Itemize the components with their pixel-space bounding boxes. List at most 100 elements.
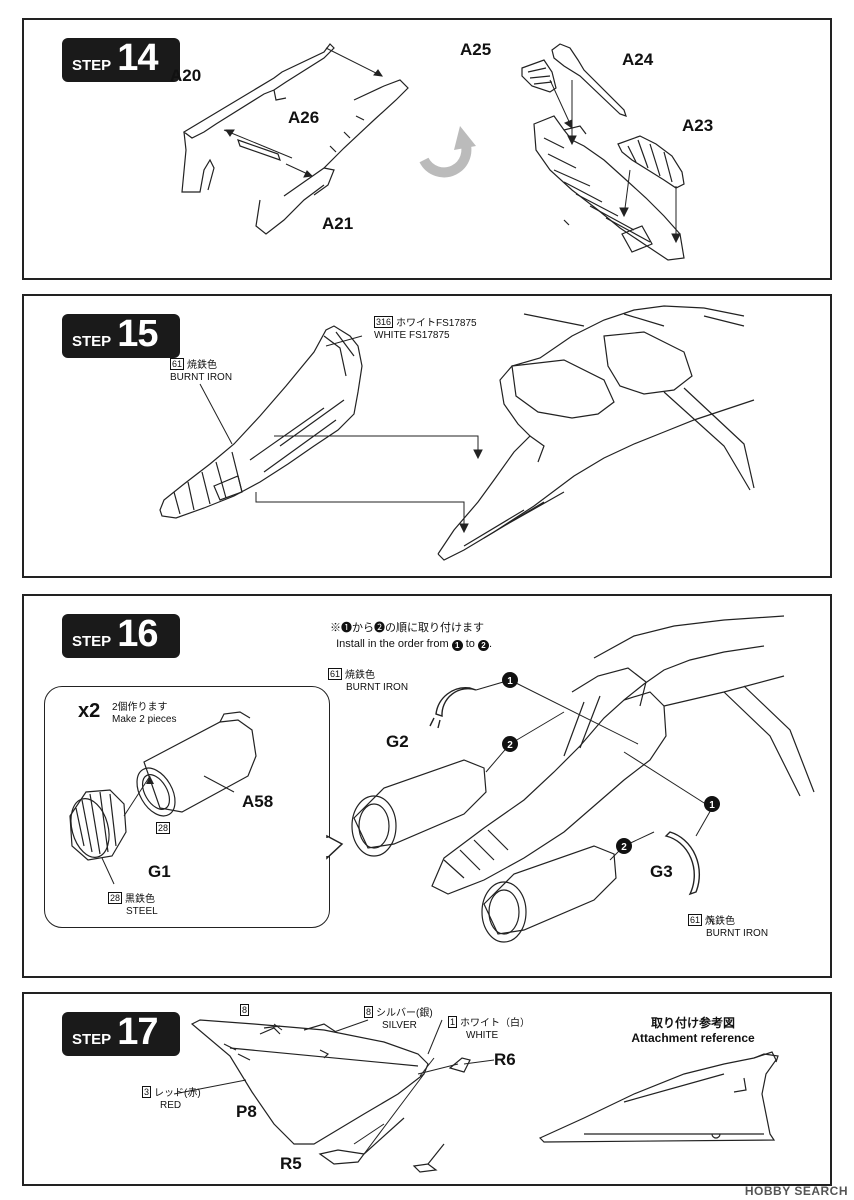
order-marker-1: 1	[451, 640, 463, 651]
watermark: HOBBY SEARCH	[744, 1184, 848, 1198]
order-marker-text: 1	[507, 676, 513, 687]
paint-name-jp: 焼鉄色	[187, 360, 218, 371]
reference-title-en: Attachment reference	[631, 1031, 755, 1045]
paint-callout-inner: 28	[156, 822, 173, 836]
paint-name-jp: レッド(赤)	[154, 1088, 201, 1099]
aircraft-fuselage	[437, 305, 755, 561]
paint-code-badge: 61	[170, 358, 185, 370]
qty-label: x2	[78, 700, 101, 722]
order-marker-text: 2	[621, 842, 627, 853]
part-label-p8: P8	[236, 1102, 257, 1121]
part-label-a23: A23	[682, 116, 714, 135]
step-15-guides	[199, 335, 483, 534]
part-label-a25: A25	[460, 40, 492, 59]
part-label-g1: G1	[148, 862, 171, 881]
order-marker-text: 2	[507, 740, 513, 751]
step-16-panel: STEP 16 ※❶から❷の順に取り付けます Install in the or…	[22, 594, 832, 978]
paint-code-badge: 8	[364, 1006, 374, 1018]
order-markers	[502, 672, 720, 854]
install-order-note: ※❶から❷の順に取り付けます Install in the order from…	[330, 622, 493, 651]
attachment-reference-title: 取り付け参考図 Attachment reference	[618, 1016, 768, 1046]
step-16-badge: STEP 16	[62, 614, 180, 658]
nozzle-upper	[351, 759, 487, 857]
part-label-r6: R6	[494, 1050, 516, 1069]
step-14-panel: STEP 14	[22, 18, 832, 280]
ring-g2	[429, 687, 477, 729]
paint-name-en: WHITE FS17875	[374, 330, 450, 341]
install-order-en-pre: Install in the order from	[336, 638, 449, 650]
part-label-a24: A24	[622, 50, 654, 69]
paint-name-jp: ホワイトFS17875	[396, 318, 477, 329]
paint-name-en: SILVER	[382, 1020, 417, 1031]
petals-g1	[69, 789, 127, 861]
step-label: STEP	[72, 333, 112, 350]
qty-note: 2個作ります Make 2 pieces	[112, 702, 176, 726]
reference-title-jp: 取り付け参考図	[650, 1016, 735, 1030]
step-17-badge: STEP 17	[62, 1012, 180, 1056]
part-label-a26: A26	[288, 108, 320, 127]
step-17-drawing	[173, 1019, 779, 1173]
part-r5	[318, 1117, 405, 1165]
tail-fin-p8	[190, 1019, 429, 1145]
order-marker-text: 1	[709, 800, 715, 811]
step-14-arrows-right	[549, 79, 681, 244]
paint-callout-silver-small: 8	[240, 1004, 252, 1018]
paint-code-badge: 316	[374, 316, 394, 328]
part-r6	[412, 1057, 471, 1173]
aircraft-rear	[431, 615, 815, 895]
qty-note-jp: 2個作ります	[112, 702, 168, 713]
paint-code-badge: 3	[142, 1086, 152, 1098]
qty-note-en: Make 2 pieces	[112, 714, 177, 725]
paint-name-jp: 焼鉄色	[345, 670, 376, 681]
paint-code-badge: 61	[328, 668, 343, 680]
nozzle-a58	[136, 711, 257, 817]
part-label-g3: G3	[650, 862, 673, 881]
part-a24	[551, 43, 627, 117]
step-17-guides	[173, 1019, 495, 1155]
part-a23	[617, 135, 685, 189]
paint-name-en: RED	[160, 1100, 182, 1111]
paint-code-badge: 8	[240, 1004, 250, 1016]
nose-section	[159, 325, 363, 519]
step-number: 15	[117, 313, 158, 355]
paint-code-badge: 61	[688, 914, 703, 926]
step-number: 16	[117, 613, 158, 655]
paint-code-badge: 28	[108, 892, 123, 904]
paint-name-jp: ホワイト（白）	[460, 1018, 531, 1029]
part-label-r5: R5	[280, 1154, 302, 1173]
rotate-arrow-icon	[419, 126, 476, 178]
step-14-arrows-left	[223, 47, 384, 178]
paint-code-badge: 1	[448, 1016, 458, 1028]
step-label: STEP	[72, 1031, 112, 1048]
part-label-a21: A21	[322, 214, 354, 233]
step-15-drawing	[159, 305, 755, 561]
fuselage-left-half-a20	[181, 43, 409, 235]
step-15-badge: STEP 15	[62, 314, 180, 358]
step-14-badge: STEP 14	[62, 38, 180, 82]
part-label-a58: A58	[242, 792, 274, 811]
step-17-panel: STEP 17	[22, 992, 832, 1186]
paint-name-en: STEEL	[126, 906, 158, 917]
nozzle-lower	[481, 845, 617, 943]
part-label-g2: G2	[386, 732, 409, 751]
paint-name-en: BURNT IRON	[706, 928, 769, 939]
install-order-jp: ※❶から❷の順に取り付けます	[330, 622, 484, 634]
paint-name-en: BURNT IRON	[170, 372, 233, 383]
paint-name-en: BURNT IRON	[346, 682, 409, 693]
paint-name-jp: 焼鉄色	[705, 916, 736, 927]
attachment-reference-sketch	[538, 1051, 779, 1143]
step-number: 17	[117, 1011, 158, 1053]
step-15-panel: STEP 15	[22, 294, 832, 578]
step-label: STEP	[72, 57, 112, 74]
install-order-lines	[475, 679, 715, 925]
paint-name-en: WHITE	[466, 1030, 499, 1041]
fuselage-assembled	[533, 115, 685, 261]
